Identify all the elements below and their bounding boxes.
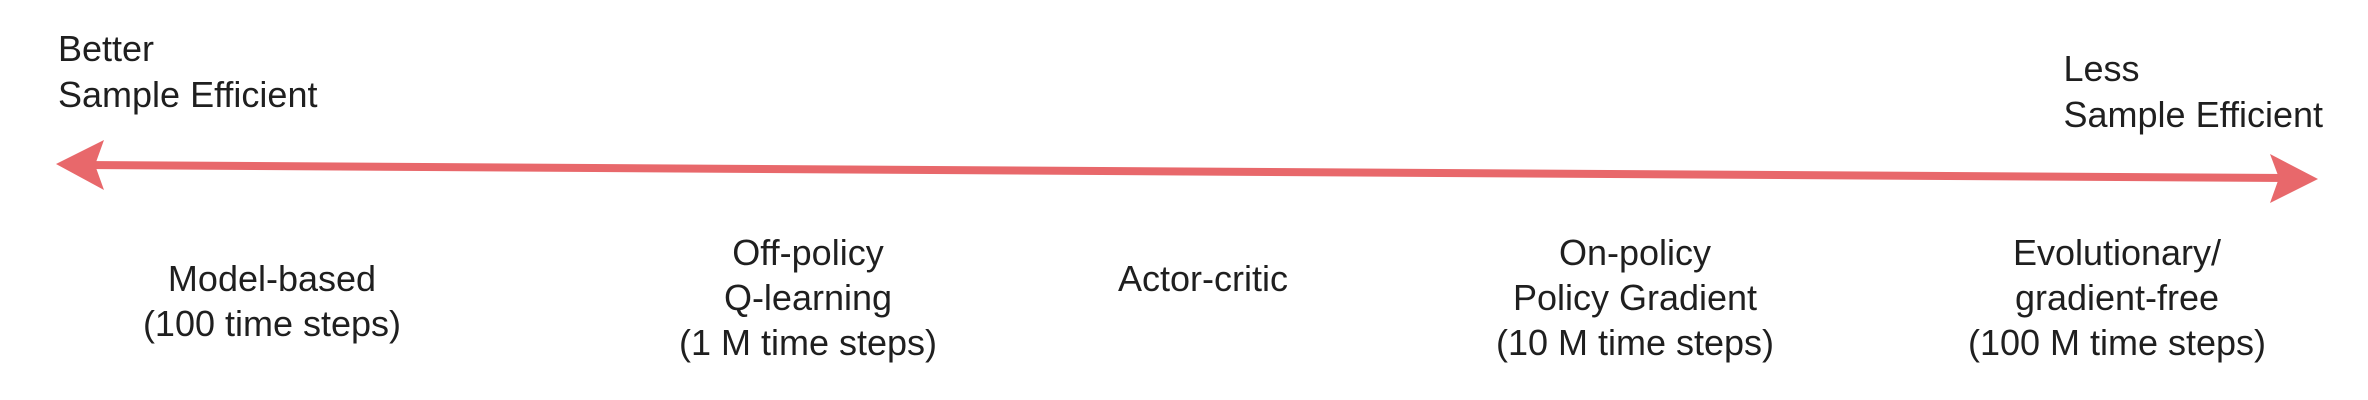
category-off-policy: Off-policy Q-learning (1 M time steps) bbox=[679, 230, 937, 365]
label-line: Better bbox=[58, 28, 155, 69]
category-line: (10 M time steps) bbox=[1495, 322, 1775, 363]
arrow-shaft bbox=[76, 161, 2294, 182]
category-line: Evolutionary/ bbox=[2012, 232, 2222, 273]
category-line: (100 M time steps) bbox=[1967, 322, 2267, 363]
category-line: Off-policy bbox=[732, 232, 884, 273]
arrow-head-left bbox=[56, 140, 104, 190]
label-line: Sample Efficient bbox=[58, 74, 318, 115]
category-model-based: Model-based (100 time steps) bbox=[143, 256, 401, 346]
label-line: Less bbox=[2063, 48, 2140, 89]
better-sample-efficient-label: Better Sample Efficient bbox=[58, 26, 317, 118]
category-on-policy: On-policy Policy Gradient (10 M time ste… bbox=[1496, 230, 1774, 365]
category-line: (1 M time steps) bbox=[678, 322, 938, 363]
category-line: gradient-free bbox=[2014, 277, 2220, 318]
category-line: (100 time steps) bbox=[142, 303, 402, 344]
category-line: Policy Gradient bbox=[1512, 277, 1758, 318]
category-line: On-policy bbox=[1558, 232, 1712, 273]
category-line: Q-learning bbox=[723, 277, 893, 318]
category-line: Actor-critic bbox=[1118, 258, 1288, 299]
arrow-head-right bbox=[2270, 154, 2318, 203]
less-sample-efficient-label: Less Sample Efficient bbox=[2064, 46, 2323, 138]
category-line: Model-based bbox=[167, 258, 377, 299]
category-evolutionary: Evolutionary/ gradient-free (100 M time … bbox=[1968, 230, 2266, 365]
label-line: Sample Efficient bbox=[2063, 94, 2323, 135]
category-actor-critic: Actor-critic bbox=[1118, 256, 1288, 301]
